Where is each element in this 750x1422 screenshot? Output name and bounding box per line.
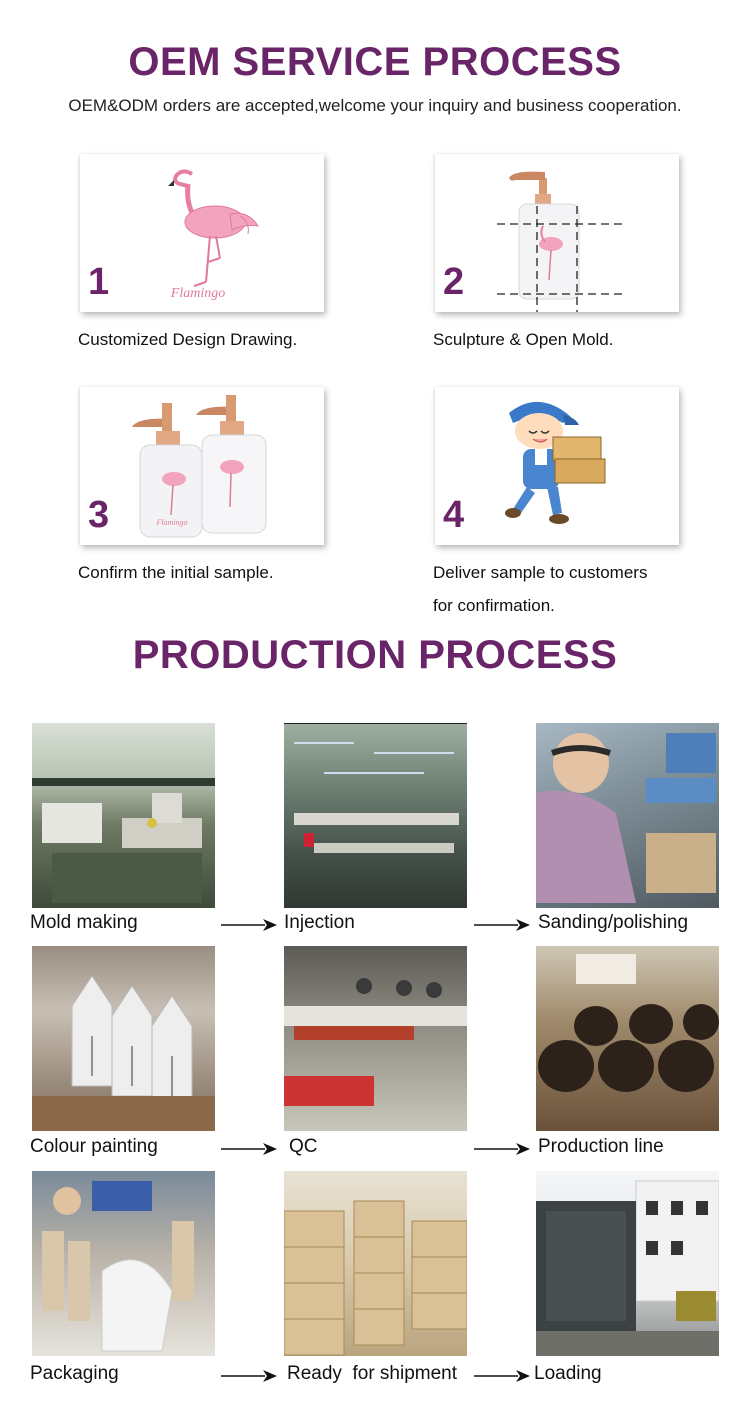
qc-photo [284, 946, 467, 1131]
production-line-label: Production line [538, 1136, 664, 1157]
injection-label: Injection [284, 912, 355, 933]
carton-stacks-image [284, 1200, 467, 1356]
step-1-caption: Customized Design Drawing. [78, 330, 298, 349]
arrow-right-icon [221, 1370, 277, 1382]
ready-for-shipment-label: Ready for shipment [287, 1363, 458, 1384]
step-4-number: 4 [443, 494, 465, 536]
production-title: PRODUCTION PROCESS [132, 633, 618, 677]
injection-photo [284, 723, 467, 908]
arrow-right-icon [474, 919, 530, 931]
mold-making-photo [32, 723, 215, 908]
ready-for-shipment-photo [284, 1171, 467, 1356]
production-line-photo [536, 946, 719, 1131]
container-truck-image [536, 1180, 719, 1356]
flamingo-drawing-image: Flamingo [168, 169, 259, 301]
arrow-right-icon [221, 1143, 277, 1155]
step-2-card: 2 [435, 154, 679, 312]
step-1-card: Flamingo 1 [80, 154, 324, 312]
qc-label: QC [289, 1136, 318, 1157]
step-4-card: 4 [435, 387, 679, 545]
sanding-polishing-photo [536, 723, 719, 908]
step-1-number: 1 [88, 261, 110, 303]
arrow-right-icon [474, 1370, 530, 1382]
loading-label: Loading [534, 1363, 602, 1384]
loading-photo [536, 1171, 719, 1356]
arrow-right-icon [474, 1143, 530, 1155]
flamingo-script-text: Flamingo [170, 286, 225, 301]
mold-making-label: Mold making [30, 912, 138, 933]
bottle-a-script-text: Flamingo [155, 518, 187, 527]
step-3-card: Flamingo 3 [80, 387, 324, 545]
inspection-line-image [284, 978, 467, 1106]
step-3-caption: Confirm the initial sample. [78, 563, 274, 582]
step-4-caption-line2: for confirmation. [433, 596, 555, 615]
mold-bottle-image [497, 171, 627, 312]
workshop-scene-image [32, 778, 215, 903]
sample-bottles-image: Flamingo [132, 395, 267, 538]
packing-worker-image [42, 1181, 194, 1352]
painted-vases-image [32, 975, 215, 1131]
worker-polishing-image [536, 733, 716, 903]
step-2-number: 2 [443, 261, 465, 303]
sanding-polishing-label: Sanding/polishing [538, 912, 689, 933]
oem-subtitle: OEM&ODM orders are accepted,welcome your… [68, 96, 682, 115]
step-2-caption: Sculpture & Open Mold. [433, 330, 614, 349]
dark-domes-image [538, 954, 719, 1092]
colour-painting-photo [32, 946, 215, 1131]
factory-floor-image [284, 723, 467, 853]
packaging-label: Packaging [30, 1363, 119, 1384]
packaging-photo [32, 1171, 215, 1356]
oem-title: OEM SERVICE PROCESS [128, 40, 622, 84]
delivery-man-image [505, 401, 606, 524]
step-4-caption-line1: Deliver sample to customers [433, 563, 648, 582]
arrow-right-icon [221, 919, 277, 931]
step-3-number: 3 [88, 494, 110, 536]
colour-painting-label: Colour painting [30, 1136, 158, 1157]
